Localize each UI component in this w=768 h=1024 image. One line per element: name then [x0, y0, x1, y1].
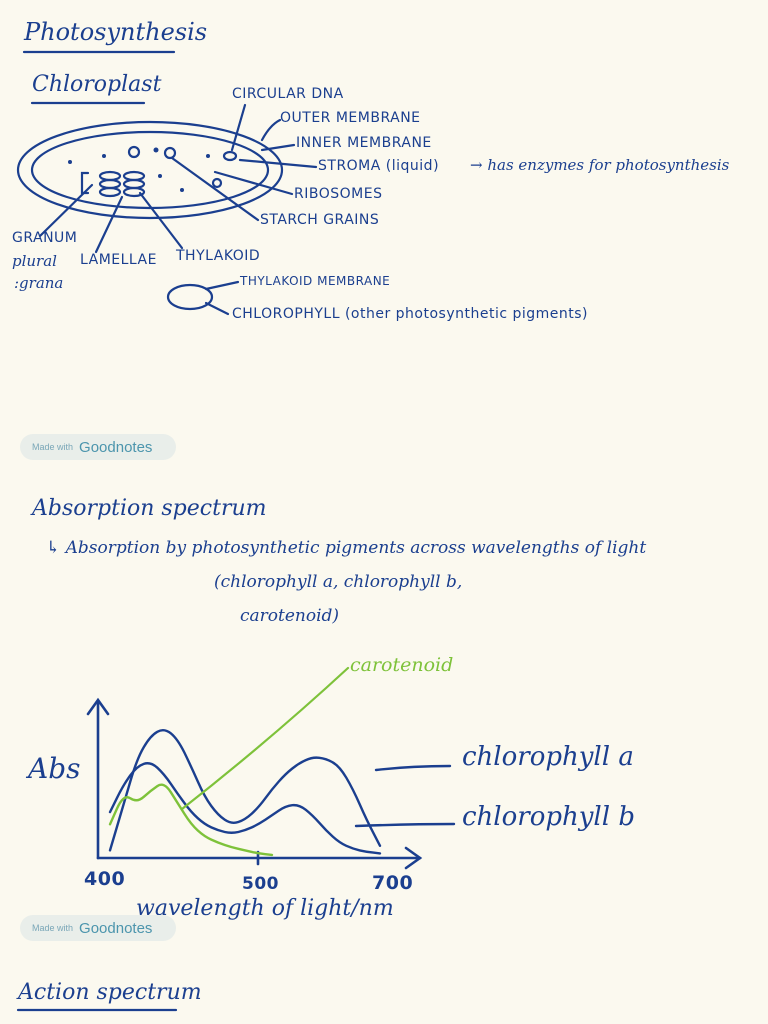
page-title: Photosynthesis — [24, 18, 208, 46]
inner-membrane — [30, 130, 270, 210]
x-tick-label-400: 400 — [84, 868, 126, 890]
chloroplast-heading: Chloroplast — [32, 72, 162, 97]
label-chlorophyll: CHLOROPHYLL (other photosynthetic pigmen… — [232, 306, 589, 322]
chart-series-group — [108, 666, 382, 857]
legend-chlorophyll-b: chlorophyll b — [462, 802, 635, 832]
made-with-text-2: Made with — [32, 923, 74, 933]
absorption-desc-1: ↳ Absorption by photosynthetic pigments … — [46, 538, 647, 558]
label-starch-grains: STARCH GRAINS — [260, 212, 380, 228]
x-axis-arrow — [404, 846, 423, 870]
label-circular-dna: CIRCULAR DNA — [232, 86, 344, 102]
circular-dna — [222, 150, 238, 162]
goodnotes-badge-2: Made with Goodnotes — [20, 915, 176, 941]
y-axis-label: Abs — [28, 752, 81, 785]
legend-carotenoid: carotenoid — [350, 654, 454, 676]
series-line-chlorophyll-a — [108, 729, 382, 852]
action-spectrum-heading: Action spectrum — [18, 980, 202, 1005]
x-tick-label-500: 500 — [242, 874, 279, 894]
x-tick-label-700: 700 — [372, 872, 414, 894]
label-grana: :grana — [14, 274, 64, 292]
starch-grain-1 — [127, 145, 141, 159]
label-granum: GRANUM — [12, 230, 78, 246]
label-granum-plural: plural — [12, 252, 57, 270]
starch-grain-2 — [163, 146, 177, 160]
label-stroma: STROMA (liquid) — [318, 158, 440, 174]
label-lamellae: LAMELLAE — [80, 252, 157, 268]
label-outer-membrane: OUTER MEMBRANE — [280, 110, 421, 126]
label-thylakoid: THYLAKOID — [176, 248, 261, 264]
goodnotes-brand: Goodnotes — [79, 438, 153, 456]
label-thylakoid-membrane: THYLAKOID MEMBRANE — [240, 274, 391, 288]
label-stroma-note: → has enzymes for photosynthesis — [470, 156, 730, 174]
x-axis-label: wavelength of light/nm — [136, 896, 394, 921]
thylakoid-detail — [166, 283, 214, 311]
goodnotes-badge: Made with Goodnotes — [20, 434, 176, 460]
absorption-desc-2: (chlorophyll a, chlorophyll b, — [214, 572, 463, 592]
y-axis-arrow — [86, 697, 110, 716]
carotenoid-pointer-line — [180, 666, 350, 811]
legend-chlorophyll-a: chlorophyll a — [462, 742, 634, 772]
goodnotes-brand-2: Goodnotes — [79, 919, 153, 937]
starch-grain-3 — [211, 177, 223, 189]
absorption-heading: Absorption spectrum — [32, 496, 267, 521]
label-ribosomes: RIBOSOMES — [294, 186, 383, 202]
series-line-chlorophyll-b — [108, 762, 382, 855]
outer-membrane — [16, 120, 284, 220]
made-with-text: Made with — [32, 442, 74, 452]
label-inner-membrane: INNER MEMBRANE — [296, 135, 432, 151]
series-line-carotenoid — [108, 783, 274, 857]
absorption-desc-3: carotenoid) — [240, 606, 340, 626]
